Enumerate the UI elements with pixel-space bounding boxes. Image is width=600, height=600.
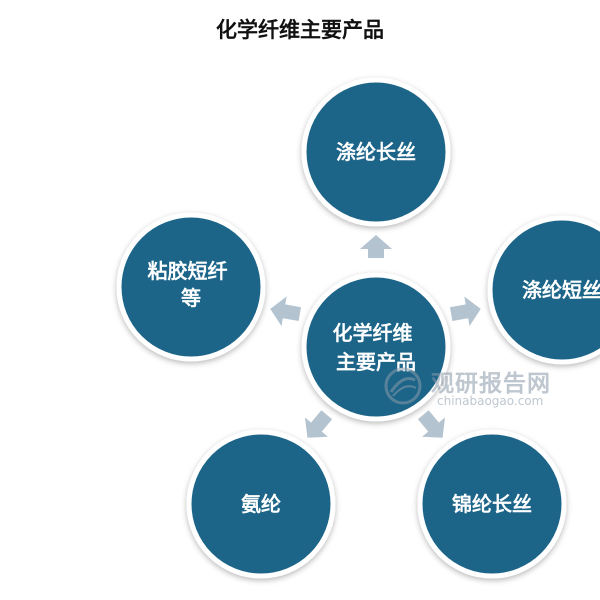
diagram-title: 化学纤维主要产品 [216,17,384,42]
arrow-down-right [417,410,446,438]
arrow-down-left [304,410,333,438]
watermark: 观研报告网 chinabaogao.com [383,364,583,412]
node-top-label: 涤纶长丝 [336,140,416,164]
arrow-up [360,235,392,258]
arrow-right [449,296,481,327]
node-bottom-left-label: 氨纶 [241,492,281,516]
node-left-label: 粘胶短纤 等 [148,259,235,310]
node-bottom-left: 氨纶 [186,429,336,579]
arrow-left [270,296,302,327]
watermark-cn: 观研报告网 [431,371,551,397]
node-right-label: 涤纶短丝 [522,278,600,302]
node-bottom-right: 锦纶长丝 [417,429,567,579]
node-bottom-right-label: 锦纶长丝 [452,492,532,516]
node-top: 涤纶长丝 [301,77,451,227]
watermark-en: chinabaogao.com [437,394,544,408]
node-center: 化学纤维 主要产品 [301,272,451,422]
watermark-logo-icon [384,367,422,405]
node-left: 粘胶短纤 等 [116,212,266,362]
node-right: 涤纶短丝 [487,215,600,365]
